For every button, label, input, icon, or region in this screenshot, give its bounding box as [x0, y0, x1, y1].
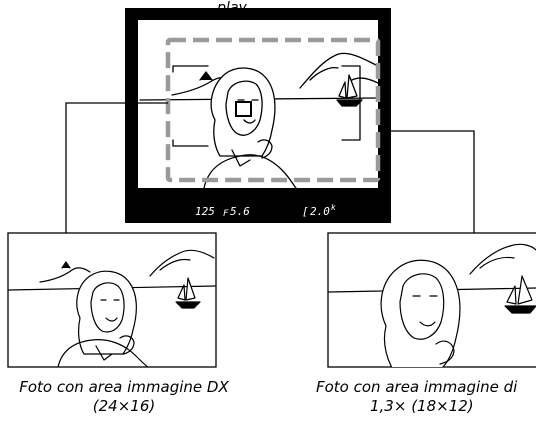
caption-right-line2: 1,3× (18×12)	[370, 397, 474, 415]
focus-point	[235, 101, 252, 117]
caption-right-line1: Foto con area immagine di	[316, 378, 518, 396]
connector-left	[65, 102, 168, 234]
aperture-prefix: F	[223, 209, 229, 219]
connector-right	[378, 130, 475, 234]
caption-left-line2: (24×16)	[92, 397, 156, 415]
viewfinder: 125 F 5.6 [ 2.0 k	[125, 8, 391, 223]
crop-frame	[165, 37, 381, 183]
caption-left-line1: Foto con area immagine DX	[19, 378, 229, 396]
shots-unit: k	[331, 203, 336, 212]
photo-1-3x	[327, 232, 536, 368]
shutter-speed-display: 125	[195, 205, 215, 218]
shots-remaining-display: 2.0	[310, 205, 330, 218]
viewfinder-scene	[139, 52, 378, 188]
photo-dx	[7, 232, 217, 368]
bracket-indicator: [	[302, 205, 309, 218]
aperture-display: 5.6	[230, 205, 250, 218]
